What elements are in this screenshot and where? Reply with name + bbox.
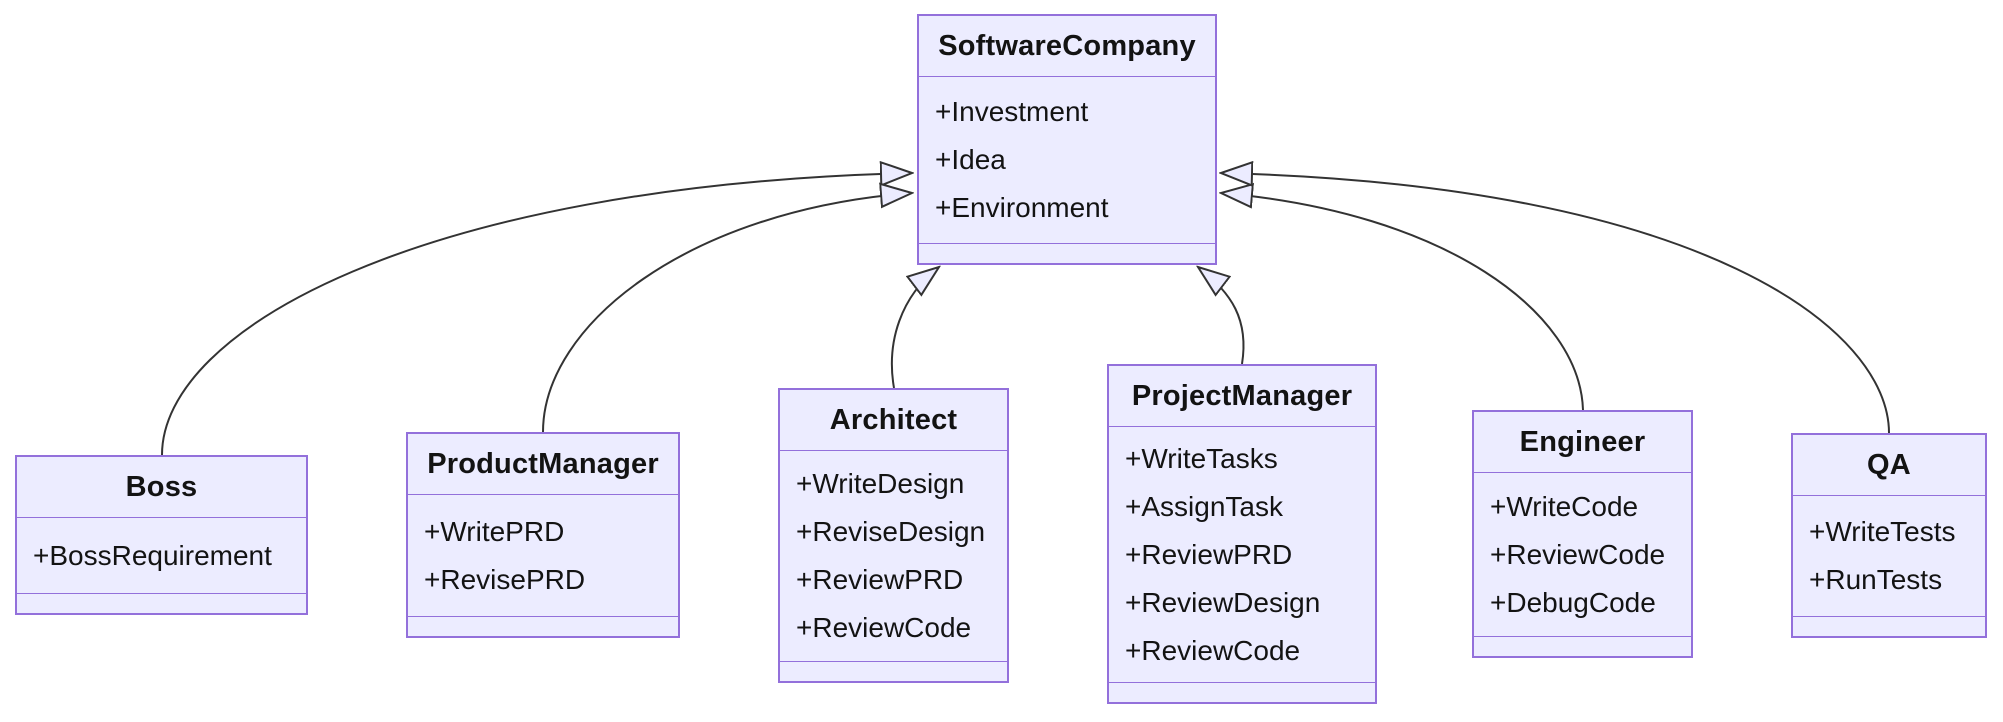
class-member: +BossRequirement <box>33 539 272 571</box>
class-methods-compartment <box>17 594 306 613</box>
class-methods-compartment <box>408 617 678 636</box>
class-members-compartment: +BossRequirement <box>17 517 306 594</box>
class-member: +ReviseDesign <box>796 516 986 547</box>
edge-boss-inherits-softwarecompany <box>161 173 912 456</box>
class-member: +ReviewCode <box>796 612 972 643</box>
class-title: ProjectManager <box>1131 379 1353 412</box>
class-member: +RunTests <box>1809 564 1943 595</box>
class-member: +Investment <box>935 96 1089 127</box>
class-title: Engineer <box>1519 425 1646 458</box>
class-methods-compartment <box>1109 683 1375 702</box>
class-methods-compartment <box>1474 637 1691 656</box>
class-member: +ReviewPRD <box>796 564 964 595</box>
class-node-architect: Architect +WriteDesign +ReviseDesign +Re… <box>778 388 1009 683</box>
class-title: SoftwareCompany <box>938 29 1196 62</box>
class-title: QA <box>1867 448 1911 481</box>
class-members-compartment: +Investment +Idea +Environment <box>919 76 1215 244</box>
class-methods-compartment <box>1793 617 1985 636</box>
edge-projectmanager-inherits-softwarecompany <box>1198 267 1245 365</box>
class-members-compartment: +WriteTests +RunTests <box>1793 495 1985 617</box>
class-member: +Idea <box>935 144 1006 175</box>
class-node-productmanager: ProductManager +WritePRD +RevisePRD <box>406 432 680 638</box>
class-node-engineer: Engineer +WriteCode +ReviewCode +DebugCo… <box>1472 410 1693 658</box>
class-member: +WritePRD <box>424 515 565 547</box>
class-members-compartment: +WriteDesign +ReviseDesign +ReviewPRD +R… <box>780 450 1007 662</box>
class-member: +ReviewCode <box>1125 634 1301 666</box>
class-member: +ReviewCode <box>1490 538 1666 570</box>
class-member: +WriteTasks <box>1125 442 1278 474</box>
class-members-compartment: +WritePRD +RevisePRD <box>408 494 678 617</box>
class-methods-compartment <box>919 244 1215 263</box>
class-node-qa: QA +WriteTests +RunTests <box>1791 433 1987 638</box>
edge-productmanager-inherits-softwarecompany <box>542 193 912 433</box>
class-member: +ReviewPRD <box>1125 538 1293 570</box>
class-title: Boss <box>125 470 198 503</box>
class-member: +DebugCode <box>1490 586 1656 618</box>
class-node-softwarecompany: SoftwareCompany +Investment +Idea +Envir… <box>917 14 1217 265</box>
edge-engineer-inherits-softwarecompany <box>1221 193 1584 411</box>
class-member: +WriteCode <box>1490 490 1639 522</box>
class-title: Architect <box>829 403 958 436</box>
class-members-compartment: +WriteCode +ReviewCode +DebugCode <box>1474 472 1691 637</box>
class-methods-compartment <box>780 662 1007 681</box>
class-node-projectmanager: ProjectManager +WriteTasks +AssignTask +… <box>1107 364 1377 704</box>
class-members-compartment: +WriteTasks +AssignTask +ReviewPRD +Revi… <box>1109 426 1375 683</box>
class-member: +RevisePRD <box>424 563 586 595</box>
class-node-boss: Boss +BossRequirement <box>15 455 308 615</box>
class-member: +ReviewDesign <box>1125 586 1321 618</box>
class-member: +AssignTask <box>1125 490 1283 522</box>
class-member: +WriteDesign <box>796 468 965 499</box>
edge-architect-inherits-softwarecompany <box>890 267 939 389</box>
class-member: +Environment <box>935 192 1109 223</box>
class-title: ProductManager <box>427 447 659 480</box>
class-member: +WriteTests <box>1809 516 1956 547</box>
edge-qa-inherits-softwarecompany <box>1221 173 1890 434</box>
